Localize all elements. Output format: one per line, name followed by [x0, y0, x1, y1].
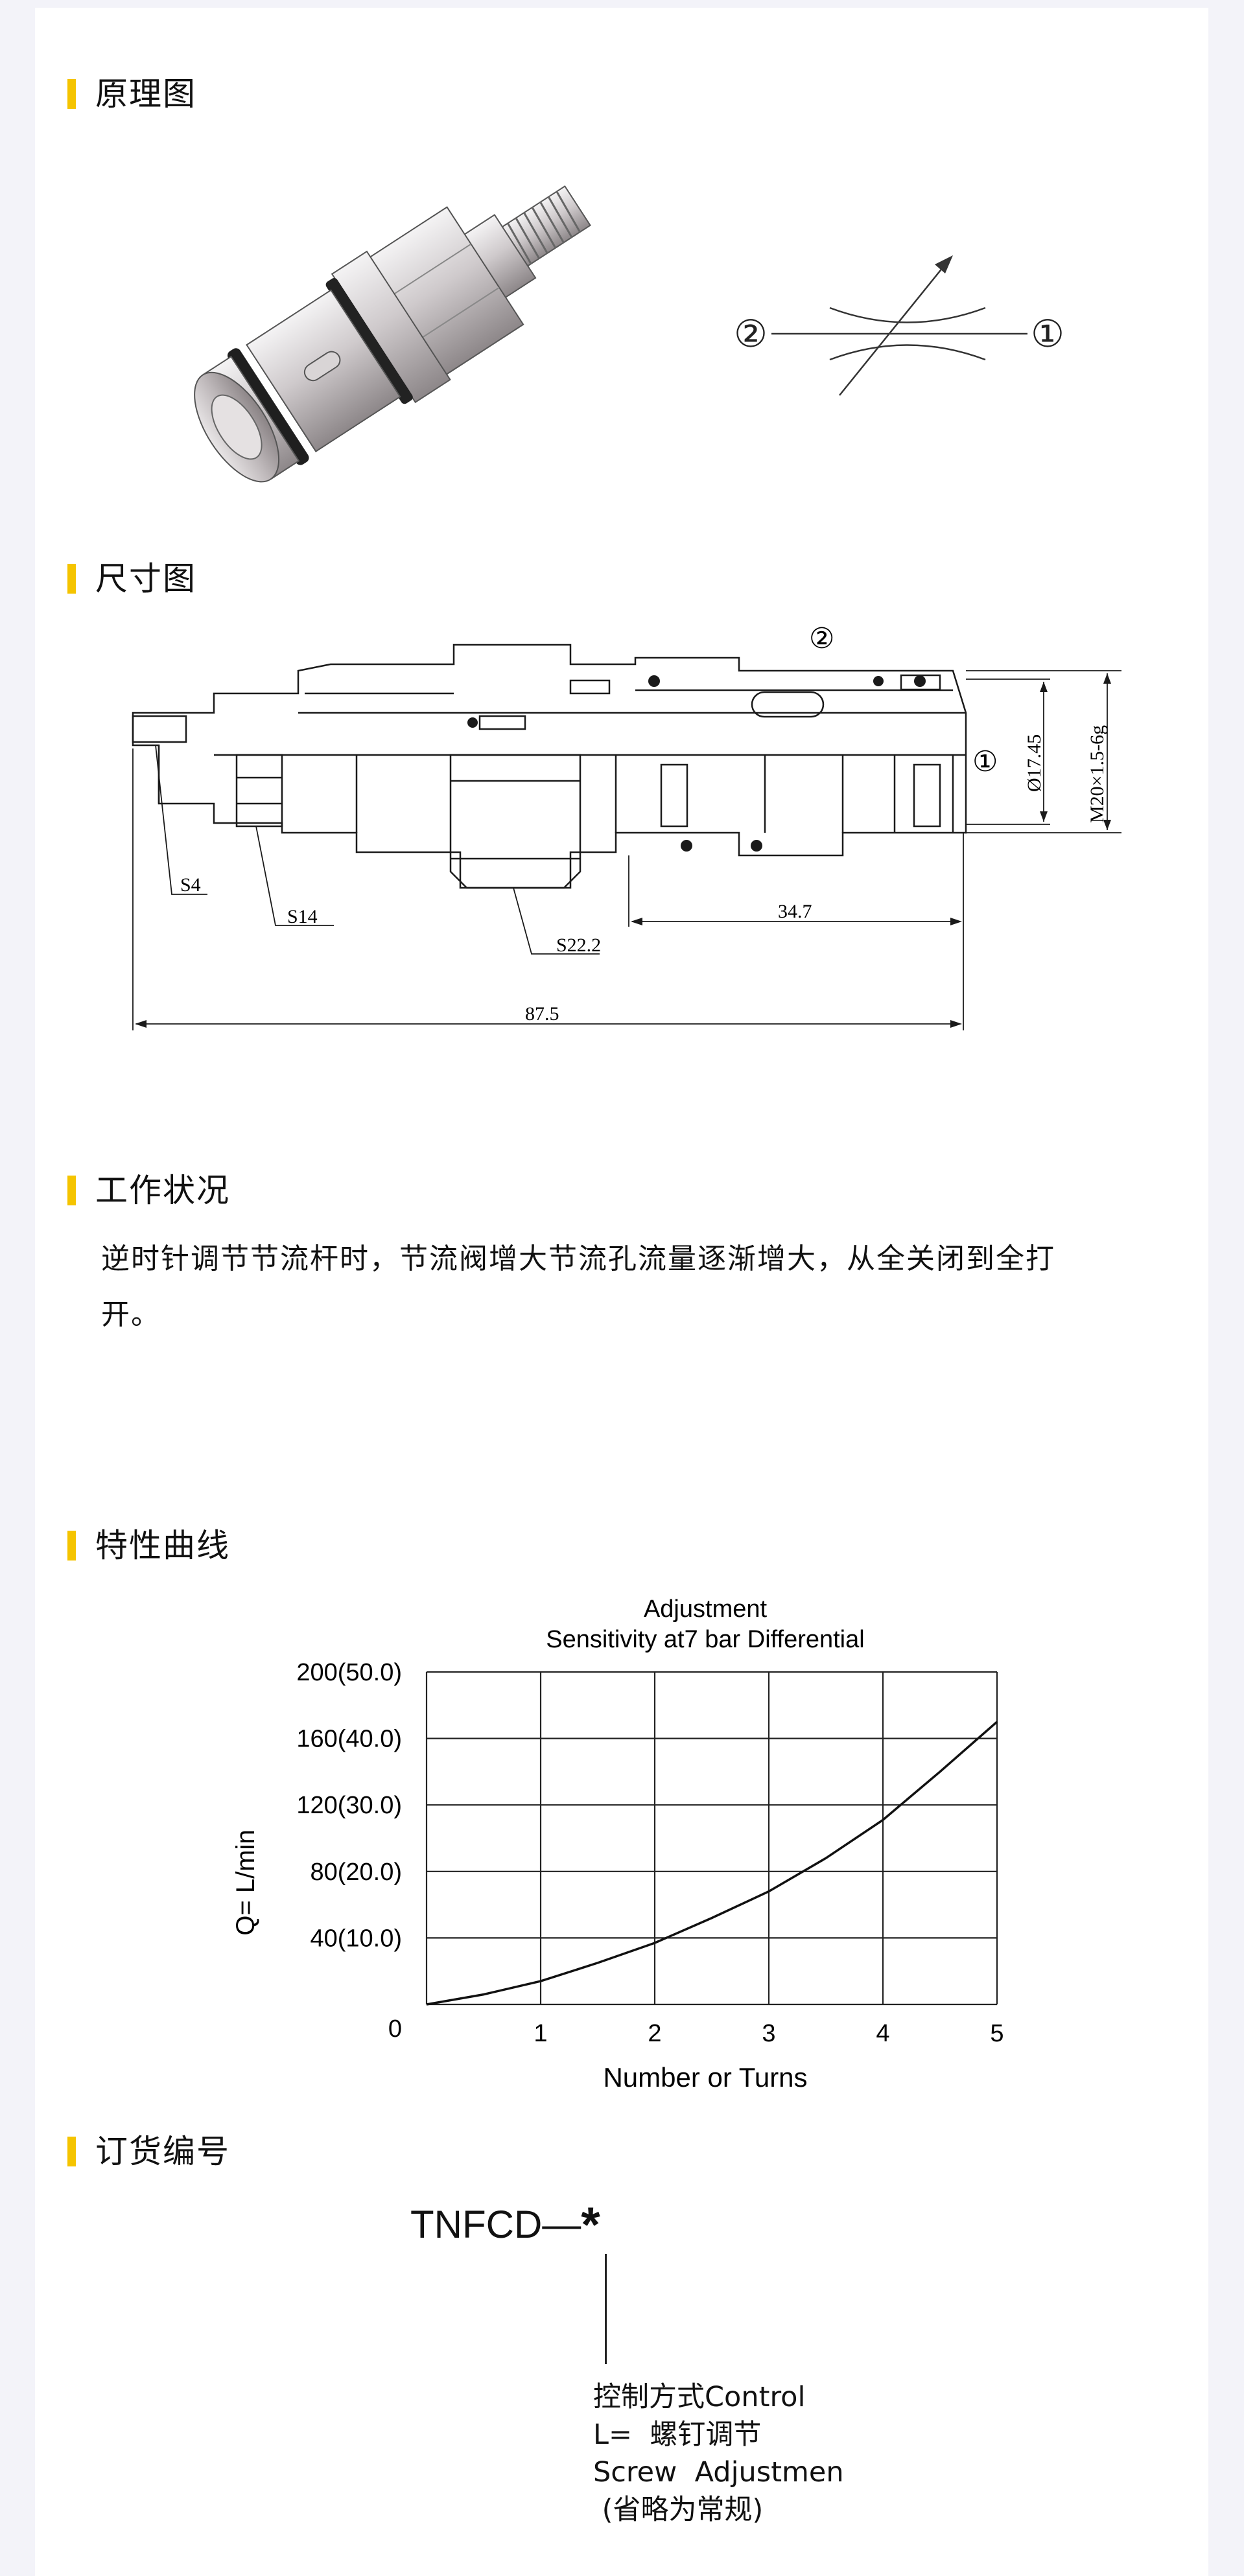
chart-x-tick: 4	[876, 2020, 889, 2047]
chart-y-tick: 40(10.0)	[310, 1925, 402, 1952]
port-2-label: ②	[734, 313, 768, 355]
section-marker	[67, 564, 76, 594]
dim-port-1: ①	[972, 746, 998, 778]
chart-y-tick: 120(30.0)	[296, 1792, 402, 1819]
section-marker	[67, 2137, 76, 2166]
section-title: 特性曲线	[95, 1527, 230, 1564]
order-code-prefix: TNFCD—	[410, 2203, 581, 2246]
order-code-star: *	[581, 2198, 600, 2253]
order-line: (省略为常规)	[593, 2494, 764, 2526]
chart-subtitle: Sensitivity at7 bar Differential	[546, 1626, 864, 1653]
dim-s22: S22.2	[556, 934, 601, 956]
section-principle: 原理图	[67, 78, 196, 110]
chart-x-tick: 2	[648, 2020, 661, 2047]
dim-length-short: 34.7	[778, 901, 812, 922]
section-title: 原理图	[95, 75, 196, 113]
port-1-label: ①	[1031, 313, 1064, 355]
chart-y-tick: 200(50.0)	[296, 1659, 402, 1686]
section-title: 工作状况	[95, 1172, 230, 1209]
section-marker	[67, 1176, 76, 1205]
working-description: 逆时针调节节流杆时，节流阀增大节流孔流量逐渐增大，从全关闭到全打开。	[101, 1242, 1055, 1331]
order-line: L= 螺钉调节	[593, 2419, 762, 2451]
chart-series-line	[426, 1721, 998, 2006]
chart-ticks: 1 2 3 4 5 0 40(10.0) 80(20.0) 120(30.0) 160(40.0)…	[296, 1659, 1003, 2047]
section-curve: 特性曲线	[67, 1529, 230, 1562]
section-marker	[67, 79, 76, 109]
chart-x-tick: 5	[990, 2020, 1003, 2047]
order-options: 控制方式Control L= 螺钉调节 Screw Adjustmen (省略为…	[593, 2378, 844, 2529]
chart-x-tick: 3	[762, 2020, 775, 2047]
order-leader-line	[605, 2254, 607, 2364]
section-dimension: 尺寸图	[67, 563, 196, 595]
section-marker	[67, 1531, 76, 1561]
dim-thread: M20×1.5-6g	[1086, 725, 1108, 823]
chart-y-tick: 80(20.0)	[310, 1859, 402, 1886]
section-title: 尺寸图	[95, 560, 196, 598]
dimension-drawing: ② ① Ø17.45 M20×1.5-6g S4 S14 S22.2 34.7 …	[132, 623, 1121, 1030]
chart-x-tick: 1	[534, 2020, 547, 2047]
chart-ylabel: Q= L/min	[231, 1829, 260, 1935]
order-code: TNFCD—*	[410, 2197, 600, 2253]
dim-s4: S4	[180, 874, 201, 896]
section-order: 订货编号	[67, 2135, 230, 2168]
throttle-symbol: ② ①	[734, 255, 1064, 396]
chart-xlabel: Number or Turns	[603, 2062, 807, 2093]
chart-y-tick: 0	[388, 2015, 402, 2043]
dim-length-total: 87.5	[525, 1003, 559, 1025]
chart-title: Adjustment	[644, 1595, 768, 1623]
order-line: 控制方式Control	[593, 2381, 806, 2413]
chart-y-tick: 160(40.0)	[296, 1726, 402, 1753]
chart-grid	[425, 1671, 998, 2006]
order-line: Screw Adjustmen	[593, 2456, 844, 2489]
section-working: 工作状况	[67, 1174, 230, 1207]
section-title: 订货编号	[95, 2133, 230, 2170]
dim-port-2: ②	[809, 623, 834, 655]
dim-diameter: Ø17.45	[1024, 734, 1045, 792]
characteristic-chart: Adjustment Sensitivity at7 bar Different…	[231, 1595, 1004, 2093]
valve-illustration	[194, 185, 591, 483]
dim-s14: S14	[287, 906, 318, 927]
